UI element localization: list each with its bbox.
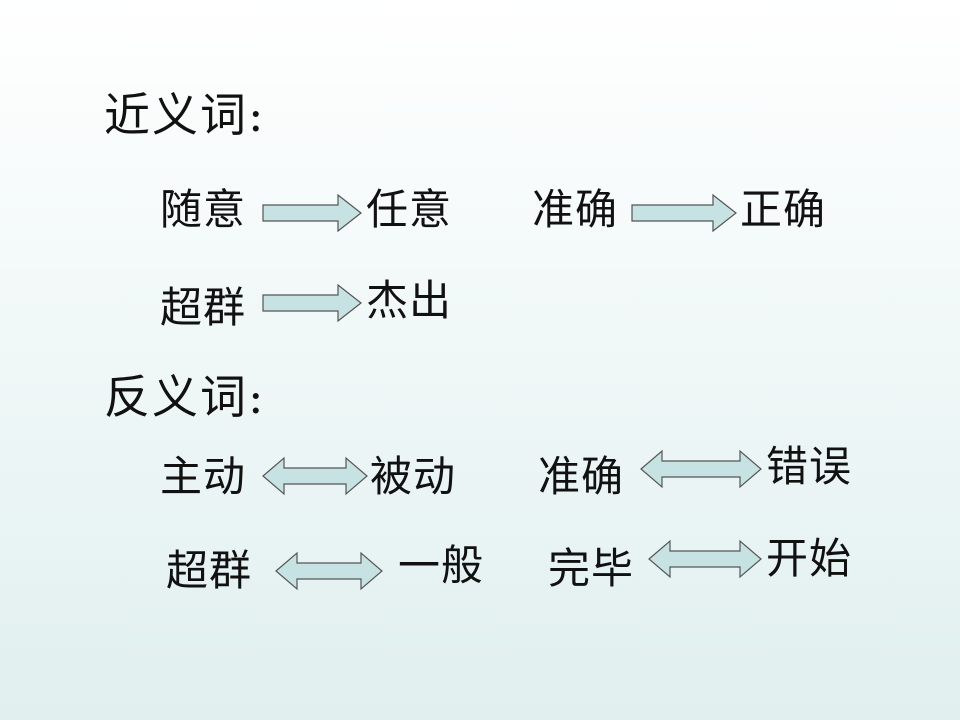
antonym-pair1-left: 主动 [160, 452, 247, 501]
antonym-pair1-right: 被动 [370, 452, 457, 501]
antonym-pair4-right: 开始 [766, 534, 853, 583]
antonym-pair2-right: 错误 [766, 442, 853, 491]
synonym-pair3-left: 超群 [160, 283, 247, 332]
antonym-pair3-left: 超群 [166, 546, 253, 595]
synonym-pair1-left: 随意 [160, 185, 247, 234]
double-arrow-icon [275, 551, 383, 591]
right-arrow-icon [262, 193, 362, 233]
right-arrow-icon [262, 283, 362, 323]
double-arrow-icon [648, 539, 762, 579]
antonyms-heading: 反义词: [104, 370, 266, 424]
antonym-pair4-left: 完毕 [548, 544, 635, 593]
right-arrow-icon [631, 193, 737, 233]
synonym-pair2-right: 正确 [740, 185, 827, 234]
synonym-pair2-left: 准确 [532, 185, 619, 234]
double-arrow-icon [262, 456, 368, 496]
synonym-pair1-right: 任意 [366, 185, 453, 234]
synonyms-heading: 近义词: [104, 88, 266, 142]
antonym-pair2-left: 准确 [538, 452, 625, 501]
double-arrow-icon [640, 449, 762, 489]
synonym-pair3-right: 杰出 [366, 276, 453, 325]
antonym-pair3-right: 一般 [398, 541, 485, 590]
